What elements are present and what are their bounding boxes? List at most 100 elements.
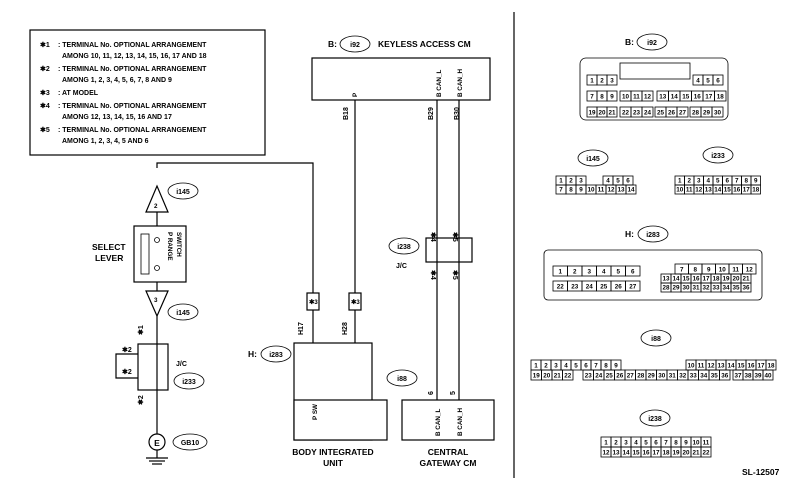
face-i283-prefix: H: bbox=[625, 229, 634, 239]
i238-pin-label: 21 bbox=[692, 450, 700, 457]
i145-pin-label: 7 bbox=[559, 187, 563, 194]
i88-pin-label: 39 bbox=[754, 373, 762, 380]
svg-text:✱3: ✱3 bbox=[309, 299, 318, 306]
i92-pin-cell bbox=[641, 90, 654, 102]
note-1-line-1: : TERMINAL No. OPTIONAL ARRANGEMENT bbox=[58, 42, 207, 49]
i88-pin-label: 10 bbox=[687, 363, 695, 370]
i238-pin-label: 4 bbox=[634, 440, 638, 447]
i283-pin-label: 7 bbox=[680, 267, 684, 274]
note-4-mark: ✱4 bbox=[40, 102, 50, 110]
i145-pin-label: 13 bbox=[617, 187, 625, 194]
i283-pin-label: 2 bbox=[573, 269, 577, 276]
i88-pin-label: 19 bbox=[533, 373, 541, 380]
i283-pin-label: 16 bbox=[692, 276, 700, 283]
i92-pin-cell bbox=[714, 90, 727, 102]
i92-pin-cell bbox=[606, 74, 618, 86]
i88-pin-label: 38 bbox=[744, 373, 752, 380]
i283-pin-label: 19 bbox=[722, 276, 730, 283]
note-3-line-1: : AT MODEL bbox=[58, 90, 99, 97]
i92-pin-label: 4 bbox=[696, 78, 700, 85]
select-label-2: LEVER bbox=[95, 253, 123, 263]
i88-pin-label: 5 bbox=[574, 363, 578, 370]
i238-pin-label: 15 bbox=[632, 450, 640, 457]
i233-pin-label: 8 bbox=[744, 178, 748, 185]
jc-left-id: i233 bbox=[182, 379, 196, 386]
i92-pin-label: 5 bbox=[706, 78, 710, 85]
biu-name-2: UNIT bbox=[323, 458, 344, 468]
i233-pin-label: 6 bbox=[725, 178, 729, 185]
i145-pin-label: 14 bbox=[627, 187, 635, 194]
i283-pin-label: 18 bbox=[712, 276, 720, 283]
i92-pin-label: 21 bbox=[608, 110, 616, 117]
i92-pin-cell bbox=[711, 106, 724, 118]
i145-pin-label: 5 bbox=[616, 178, 620, 185]
i238-pin-label: 10 bbox=[692, 440, 700, 447]
i283-pin-label: 33 bbox=[712, 285, 720, 292]
i92-pin-label: 11 bbox=[633, 94, 640, 101]
i233-pin-label: 3 bbox=[697, 178, 701, 185]
i145-pin-cell bbox=[625, 184, 637, 195]
i238-pin-label: 17 bbox=[652, 450, 660, 457]
i88-pin-label: 30 bbox=[658, 373, 666, 380]
i88-pin-label: 12 bbox=[707, 363, 715, 370]
i88-pin-label: 18 bbox=[767, 363, 775, 370]
i238-pin-label: 3 bbox=[624, 440, 628, 447]
wire-b30: B30 bbox=[454, 107, 461, 120]
i88-pin-label: 32 bbox=[679, 373, 687, 380]
i238-pin-label: 13 bbox=[612, 450, 620, 457]
i88-pin-label: 1 bbox=[534, 363, 538, 370]
i233-pin-label: 14 bbox=[714, 187, 722, 194]
i283-pin-label: 10 bbox=[719, 267, 727, 274]
mark-2b: ✱2 bbox=[137, 395, 145, 405]
biu-name-1: BODY INTEGRATED bbox=[292, 447, 373, 457]
diagram-code: SL-12507 bbox=[742, 467, 780, 477]
ground-id: GB10 bbox=[181, 440, 199, 447]
i92-pin-label: 29 bbox=[703, 110, 711, 117]
i88-pin-label: 34 bbox=[700, 373, 708, 380]
svg-text:✱3: ✱3 bbox=[351, 299, 360, 306]
i145-pin-label: 1 bbox=[559, 178, 563, 185]
terminal-3-triangle bbox=[145, 290, 169, 318]
note-2-line-1: : TERMINAL No. OPTIONAL ARRANGEMENT bbox=[58, 66, 207, 73]
i88-pin-label: 28 bbox=[637, 373, 645, 380]
keyless-pin-p: P bbox=[352, 93, 359, 97]
i88-pin-label: 29 bbox=[648, 373, 656, 380]
i233-pin-label: 1 bbox=[678, 178, 682, 185]
i88-pin-label: 16 bbox=[747, 363, 755, 370]
i233-pin-label: 15 bbox=[724, 187, 732, 194]
i233-pin-label: 13 bbox=[705, 187, 713, 194]
wire-h17-top bbox=[156, 162, 314, 293]
i238-pin-label: 14 bbox=[622, 450, 630, 457]
i233-pin-label: 5 bbox=[716, 178, 720, 185]
i92-pin-label: 22 bbox=[622, 110, 630, 117]
i283-pin-label: 24 bbox=[586, 284, 594, 291]
note-5-line-1: : TERMINAL No. OPTIONAL ARRANGEMENT bbox=[58, 127, 207, 134]
svg-text:3: 3 bbox=[154, 297, 158, 304]
i92-pin-label: 6 bbox=[716, 78, 720, 85]
lever-connector-top: i145 bbox=[176, 189, 190, 196]
i88-pin-label: 7 bbox=[594, 363, 598, 370]
i238-pin-label: 5 bbox=[644, 440, 648, 447]
i92-pin-label: 27 bbox=[679, 110, 687, 117]
i92-pin-label: 26 bbox=[668, 110, 676, 117]
i283-pin-cell bbox=[625, 265, 641, 277]
select-label-1: SELECT bbox=[92, 242, 126, 252]
i88-pin-label: 27 bbox=[627, 373, 635, 380]
body-integrated-unit: H: i283 P SW BODY INTEGRATED UNIT bbox=[248, 342, 388, 468]
i88-pin-label: 17 bbox=[757, 363, 765, 370]
mark-4b: ✱4 bbox=[429, 270, 437, 280]
i283-pin-label: 1 bbox=[558, 269, 562, 276]
i88-pin-label: 35 bbox=[711, 373, 719, 380]
i88-pin-label: 37 bbox=[734, 373, 742, 380]
i233-pin-cell bbox=[750, 184, 761, 195]
lever-connector-bot: i145 bbox=[176, 310, 190, 317]
i283-pin-label: 14 bbox=[672, 276, 680, 283]
i283-pin-label: 13 bbox=[662, 276, 670, 283]
wire-5: 5 bbox=[450, 391, 457, 395]
notes-box: ✱1 : TERMINAL No. OPTIONAL ARRANGEMENT A… bbox=[29, 29, 266, 156]
i88-pin-cell bbox=[762, 369, 774, 381]
